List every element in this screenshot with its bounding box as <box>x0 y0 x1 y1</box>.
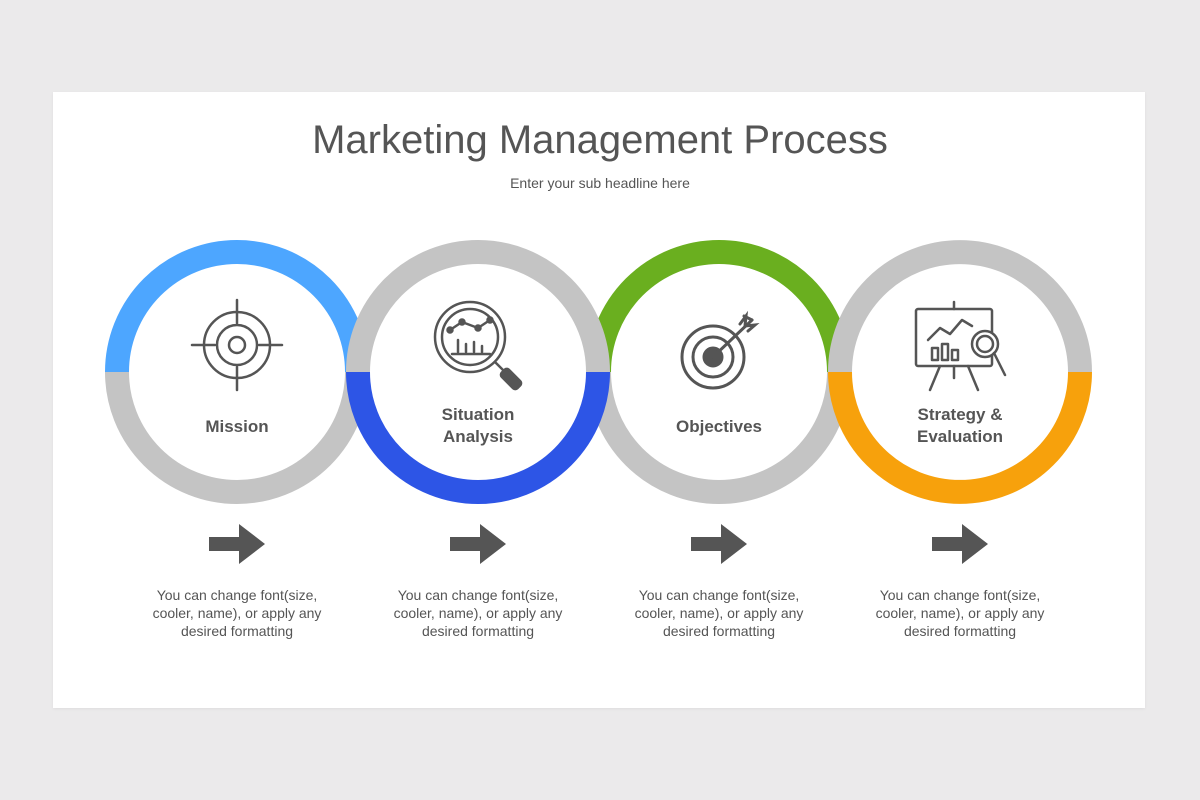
ring-mission-gray-half <box>105 371 369 504</box>
ring-mission <box>105 240 369 504</box>
description-line: You can change font(size, <box>156 587 318 603</box>
magnifier-chart-icon <box>433 300 523 391</box>
target-arrow-icon <box>680 310 760 390</box>
step-label-line1: Strategy & <box>917 405 1003 424</box>
description-line: You can change font(size, <box>879 587 1041 603</box>
step-label-line1: Mission <box>205 417 269 436</box>
ring-objectives-accent-half <box>587 240 851 373</box>
page-title: Marketing Management Process <box>312 118 888 162</box>
arrow-right-icon <box>450 524 506 564</box>
ring-situation-gray-half <box>346 240 610 373</box>
page-subtitle: Enter your sub headline here <box>510 175 690 191</box>
step-label-line1: Situation <box>441 405 515 424</box>
description-line: cooler, name), or apply any <box>152 605 322 621</box>
ring-situation-accent-half <box>346 371 610 504</box>
description-line: cooler, name), or apply any <box>634 605 804 621</box>
description-line: desired formatting <box>421 623 535 639</box>
ring-mission-accent-half <box>105 240 369 373</box>
description-line: cooler, name), or apply any <box>393 605 563 621</box>
ring-objectives <box>587 240 851 504</box>
step-description-mission: You can change font(size, cooler, name),… <box>137 586 337 640</box>
step-label-strategy-evaluation: Strategy & Evaluation <box>860 404 1060 448</box>
ring-objectives-gray-half <box>587 371 851 504</box>
description-line: cooler, name), or apply any <box>875 605 1045 621</box>
step-description-objectives: You can change font(size, cooler, name),… <box>619 586 819 640</box>
description-line: You can change font(size, <box>638 587 800 603</box>
step-label-situation-analysis: Situation Analysis <box>378 404 578 448</box>
ring-strategy-gray-half <box>828 240 1092 373</box>
arrow-right-icon <box>932 524 988 564</box>
step-description-situation-analysis: You can change font(size, cooler, name),… <box>378 586 578 640</box>
step-label-line2: Analysis <box>443 427 513 446</box>
presentation-board-icon <box>914 300 1007 392</box>
crosshair-icon <box>190 298 284 392</box>
description-line: desired formatting <box>903 623 1017 639</box>
arrow-right-icon <box>691 524 747 564</box>
ring-situation-analysis <box>346 240 610 504</box>
description-line: You can change font(size, <box>397 587 559 603</box>
step-label-objectives: Objectives <box>619 416 819 438</box>
arrow-right-icon <box>209 524 265 564</box>
step-description-strategy-evaluation: You can change font(size, cooler, name),… <box>860 586 1060 640</box>
step-label-mission: Mission <box>137 416 337 438</box>
ring-strategy-evaluation <box>828 240 1092 504</box>
step-label-line2: Evaluation <box>917 427 1003 446</box>
description-line: desired formatting <box>662 623 776 639</box>
ring-strategy-accent-half <box>828 371 1092 504</box>
description-line: desired formatting <box>180 623 294 639</box>
step-label-line1: Objectives <box>676 417 762 436</box>
